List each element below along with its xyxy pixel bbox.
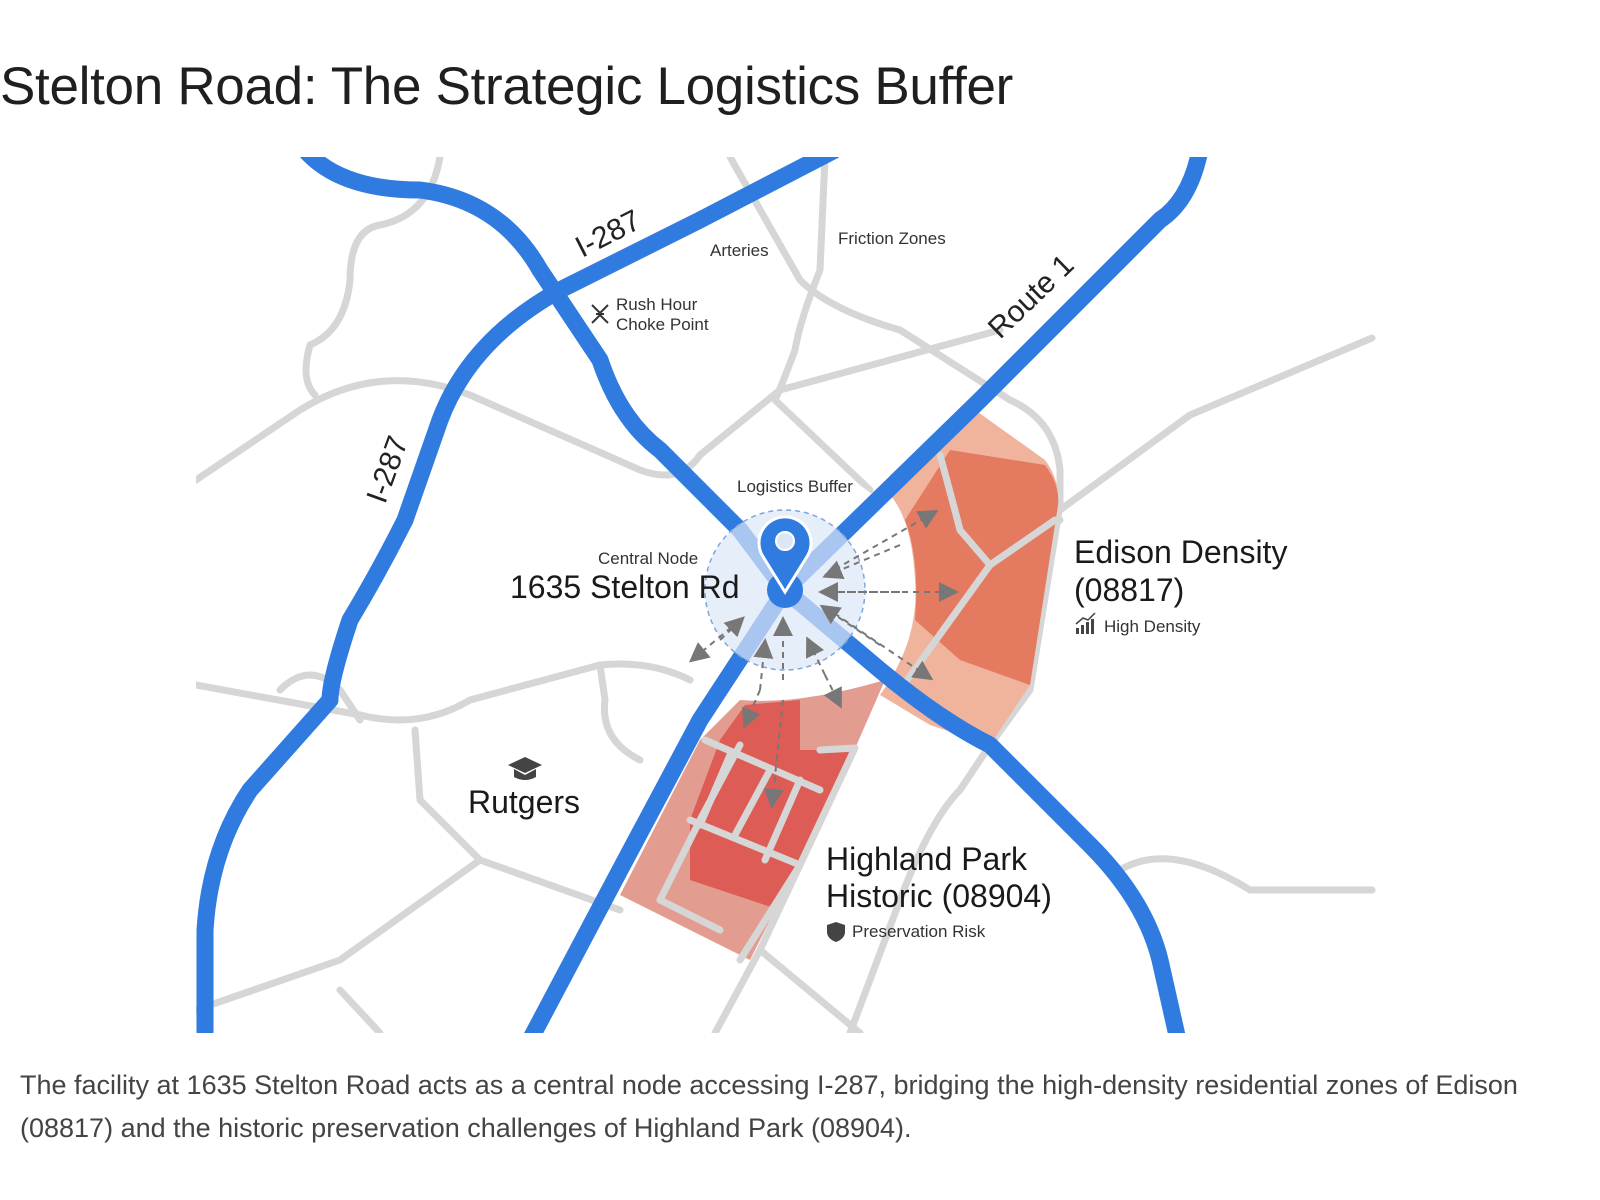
central-node-label: Central Node: [598, 549, 698, 568]
local-roads: [196, 157, 1376, 1033]
graduation-cap-icon: [508, 757, 542, 780]
highway-i287-west: [196, 157, 839, 1033]
page-title: Stelton Road: The Strategic Logistics Bu…: [0, 57, 1014, 116]
high-density-badge: High Density: [1104, 617, 1201, 636]
arteries-label: Arteries: [710, 241, 769, 260]
preservation-risk-badge: Preservation Risk: [852, 922, 986, 941]
address-label: 1635 Stelton Rd: [510, 569, 740, 605]
edison-label-line2: (08817): [1074, 572, 1184, 608]
friction-zones-label: Friction Zones: [838, 229, 946, 248]
highland-park-zone[interactable]: [620, 680, 885, 964]
rush-hour-label: Rush Hour: [616, 295, 698, 314]
edison-label-line1: Edison Density: [1074, 534, 1287, 570]
shield-icon: [827, 922, 845, 942]
flow-arrows: [688, 510, 959, 809]
choke-point-label: Choke Point: [616, 315, 709, 334]
rutgers-label: Rutgers: [468, 784, 580, 820]
bar-chart-icon: [1075, 612, 1096, 634]
map-caption: The facility at 1635 Stelton Road acts a…: [20, 1070, 1518, 1143]
highway-i287-north: [299, 157, 1186, 1033]
choke-point-icon: [591, 304, 609, 324]
location-pin-icon[interactable]: [757, 515, 813, 595]
highland-label-line2: Historic (08904): [826, 878, 1052, 914]
logistics-buffer-label: Logistics Buffer: [737, 477, 853, 496]
highway-label-route-1: Route 1: [982, 248, 1081, 345]
highland-label-line1: Highland Park: [826, 841, 1028, 877]
